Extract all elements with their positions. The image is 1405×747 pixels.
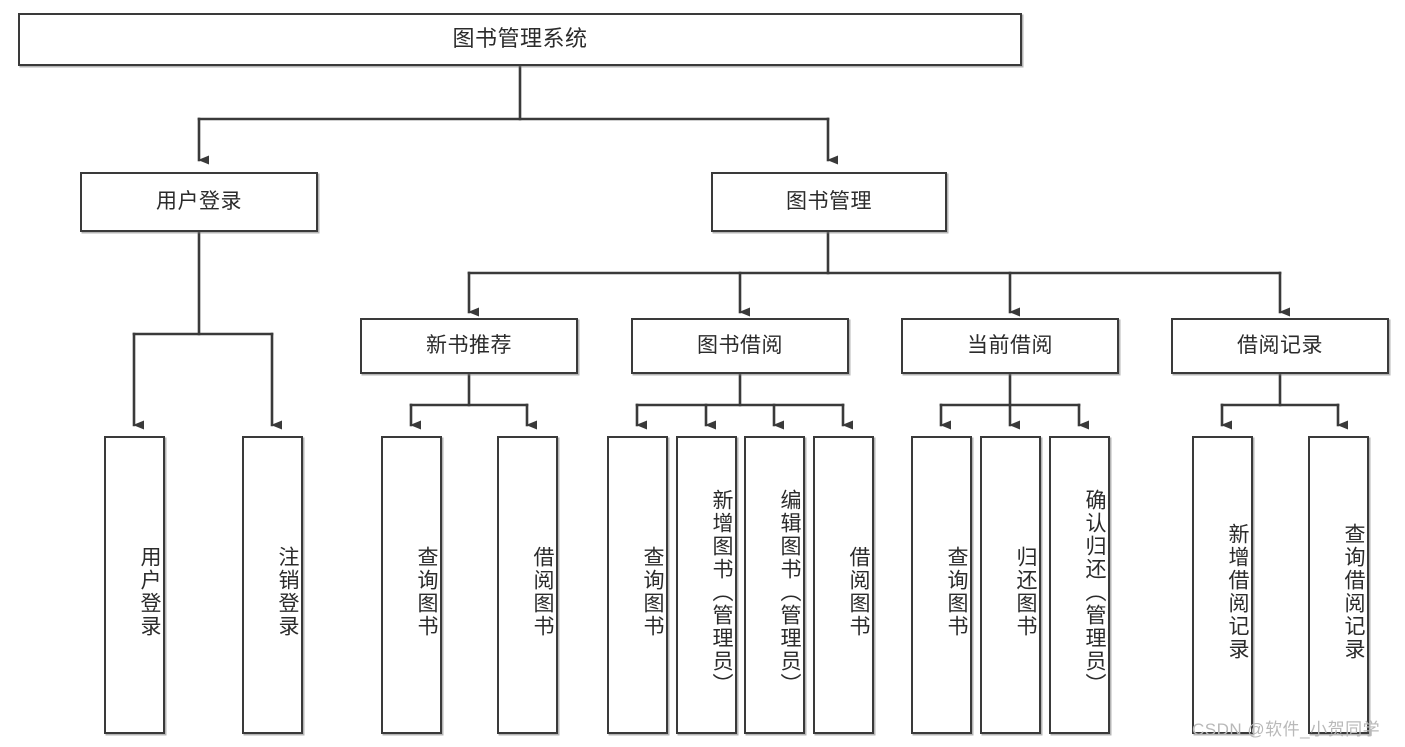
node-borrowing-records[interactable]: 借阅记录	[1171, 318, 1389, 374]
node-new-book-recommendation[interactable]: 新书推荐	[360, 318, 578, 374]
node-label: 查询图书	[945, 546, 968, 638]
node-label: 新增图书（管理员）	[710, 488, 733, 696]
node-label: 新增借阅记录	[1226, 523, 1249, 661]
node-label: 新书推荐	[426, 334, 512, 358]
node-label: 查询借阅记录	[1342, 523, 1365, 661]
node-label: 图书管理	[786, 190, 872, 214]
leaf-node-query-borrowing-record[interactable]: 查询借阅记录	[1308, 436, 1369, 734]
node-book-borrowing[interactable]: 图书借阅	[631, 318, 849, 374]
leaf-node-query-books-borrow[interactable]: 查询图书	[607, 436, 668, 734]
node-user-login[interactable]: 用户登录	[80, 172, 318, 232]
leaf-node-return-books[interactable]: 归还图书	[980, 436, 1041, 734]
node-label: 借阅图书	[847, 546, 870, 638]
node-current-borrowing[interactable]: 当前借阅	[901, 318, 1119, 374]
leaf-node-edit-book-admin[interactable]: 编辑图书（管理员）	[744, 436, 805, 734]
leaf-node-logout[interactable]: 注销登录	[242, 436, 303, 734]
csdn-watermark: CSDN @软件_小贺同学	[1192, 720, 1381, 739]
leaf-node-user-login[interactable]: 用户登录	[104, 436, 165, 734]
node-label: 用户登录	[156, 190, 242, 214]
node-label: 注销登录	[276, 546, 299, 638]
leaf-node-add-borrowing-record[interactable]: 新增借阅记录	[1192, 436, 1253, 734]
node-label: 查询图书	[415, 546, 438, 638]
node-book-management[interactable]: 图书管理	[711, 172, 947, 232]
node-label: 借阅记录	[1237, 334, 1323, 358]
node-label: 用户登录	[138, 546, 161, 638]
leaf-node-borrow-books-newbook[interactable]: 借阅图书	[497, 436, 558, 734]
leaf-node-confirm-return-admin[interactable]: 确认归还（管理员）	[1049, 436, 1110, 734]
leaf-node-add-book-admin[interactable]: 新增图书（管理员）	[676, 436, 737, 734]
node-label: 借阅图书	[531, 546, 554, 638]
node-label: 当前借阅	[967, 334, 1053, 358]
leaf-node-query-books-current[interactable]: 查询图书	[911, 436, 972, 734]
node-label: 图书借阅	[697, 334, 783, 358]
node-label: 图书管理系统	[452, 26, 588, 52]
node-label: 查询图书	[641, 546, 664, 638]
leaf-node-query-books-newbook[interactable]: 查询图书	[381, 436, 442, 734]
node-root-book-management-system[interactable]: 图书管理系统	[18, 13, 1022, 66]
node-label: 归还图书	[1014, 546, 1037, 638]
node-label: 编辑图书（管理员）	[778, 488, 801, 696]
node-label: 确认归还（管理员）	[1083, 488, 1106, 696]
leaf-node-borrow-books-borrow[interactable]: 借阅图书	[813, 436, 874, 734]
